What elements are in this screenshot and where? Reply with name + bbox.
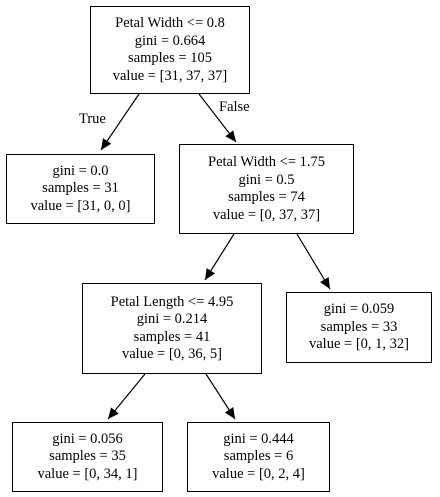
node-gini: gini = 0.664 (134, 32, 206, 49)
node-gini: gini = 0.444 (223, 430, 294, 447)
node-samples: samples = 41 (133, 328, 211, 345)
tree-leaf-right: gini = 0.059 samples = 33 value = [0, 1,… (286, 292, 432, 363)
node-value: value = [31, 0, 0] (30, 197, 131, 214)
node-gini: gini = 0.214 (136, 311, 208, 327)
node-samples: samples = 74 (228, 189, 305, 205)
tree-node-root: Petal Width <= 0.8 gini = 0.664 samples … (90, 6, 250, 94)
node-gini: gini = 0.0 (52, 162, 109, 179)
node-value: value = [0, 34, 1] (37, 465, 138, 482)
node-value: value = [0, 36, 5] (122, 346, 222, 362)
edge-petal-length-to-bottom-right (205, 373, 236, 420)
tree-node-petal-length-split: Petal Length <= 4.95 gini = 0.214 sample… (82, 283, 262, 374)
node-gini: gini = 0.056 (52, 430, 123, 447)
node-condition: Petal Length <= 4.95 (110, 293, 234, 310)
tree-node-right-split: Petal Width <= 1.75 gini = 0.5 samples =… (179, 144, 354, 234)
edge-root-to-right-split (198, 93, 237, 143)
node-gini: gini = 0.059 (323, 301, 395, 318)
edge-right-split-to-right-leaf (296, 233, 331, 290)
node-condition: Petal Width <= 0.8 (115, 15, 225, 31)
node-samples: samples = 33 (320, 318, 398, 335)
node-gini: gini = 0.5 (238, 171, 295, 188)
edge-root-to-left-leaf (100, 93, 140, 151)
node-samples: samples = 31 (42, 180, 119, 197)
node-value: value = [0, 1, 32] (309, 336, 409, 353)
edge-petal-length-to-bottom-left (107, 373, 146, 420)
node-samples: samples = 35 (49, 448, 126, 465)
node-value: value = [0, 37, 37] (212, 206, 321, 223)
tree-leaf-bottom-left: gini = 0.056 samples = 35 value = [0, 34… (12, 422, 163, 492)
edge-label-true: True (79, 111, 106, 127)
node-value: value = [31, 37, 37] (112, 67, 228, 84)
tree-leaf-left: gini = 0.0 samples = 31 value = [31, 0, … (6, 154, 155, 224)
tree-leaf-bottom-right: gini = 0.444 samples = 6 value = [0, 2, … (187, 422, 330, 492)
edge-label-false: False (219, 99, 250, 115)
node-samples: samples = 6 (223, 448, 294, 465)
node-samples: samples = 105 (128, 50, 212, 66)
edge-right-split-to-petal-length (204, 233, 235, 281)
node-value: value = [0, 2, 4] (212, 465, 305, 482)
node-condition: Petal Width <= 1.75 (208, 154, 325, 170)
